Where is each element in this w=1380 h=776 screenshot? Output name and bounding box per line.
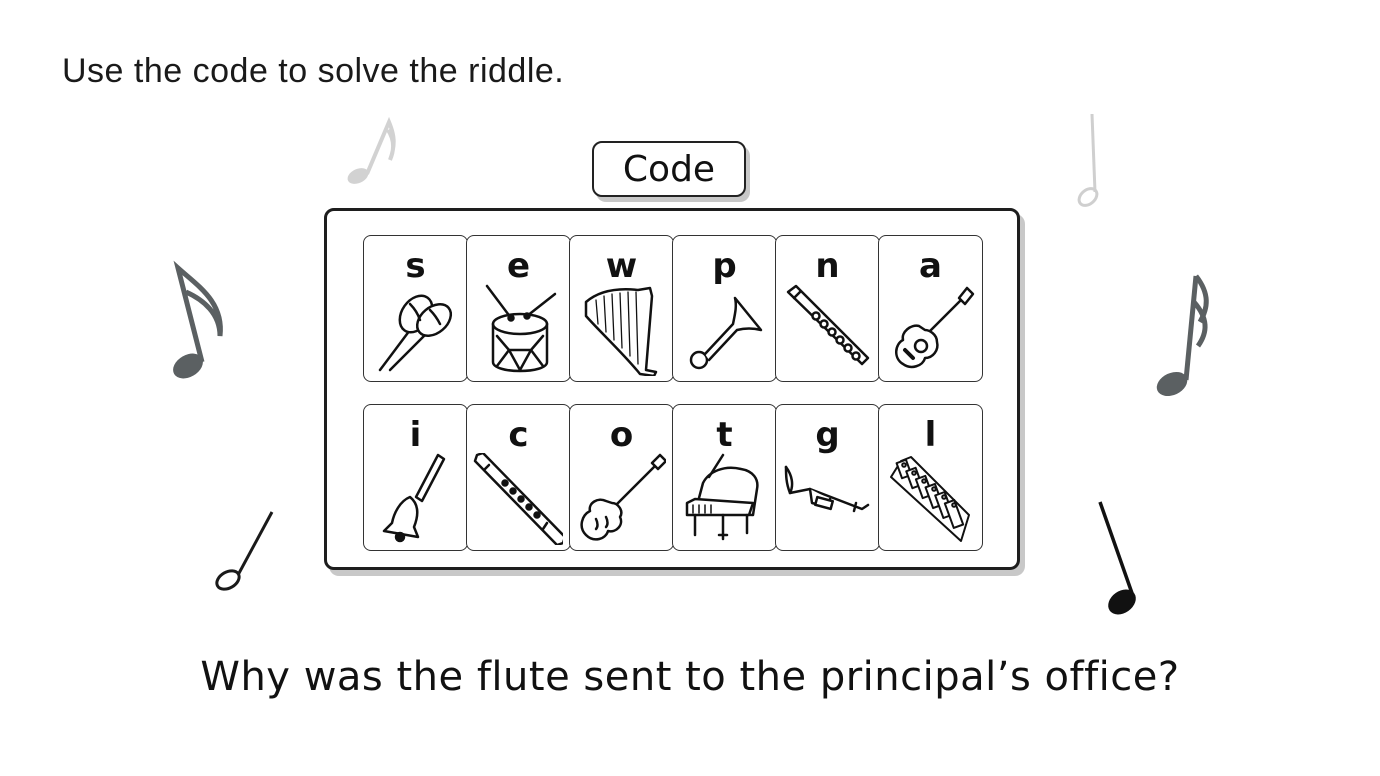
code-letter: w [605, 246, 638, 286]
half-note-icon [1074, 112, 1114, 212]
code-letter: i [409, 415, 422, 455]
code-letter: n [815, 246, 840, 286]
bell-icon [370, 453, 460, 545]
riddle-question: Why was the flute sent to the principal’… [200, 654, 1180, 700]
code-tile-a: a [878, 235, 983, 382]
code-tile-c: c [466, 404, 571, 551]
piano-icon [679, 453, 769, 545]
code-tile-o: o [569, 404, 674, 551]
code-tile-p: p [672, 235, 777, 382]
code-grid: s e w [363, 235, 983, 551]
code-letter: p [712, 246, 737, 286]
harp-icon [576, 284, 666, 378]
code-tile-w: w [569, 235, 674, 382]
code-letter: g [815, 415, 840, 455]
eighth-note-icon [346, 116, 402, 186]
piccolo-icon [782, 284, 872, 376]
code-letter: e [506, 246, 531, 286]
horn-icon [679, 284, 769, 376]
instruction-text: Use the code to solve the riddle. [62, 52, 565, 90]
code-letter: l [924, 415, 937, 455]
code-tile-n: n [775, 235, 880, 382]
half-note-icon [212, 510, 278, 594]
guitar-icon [885, 284, 975, 376]
code-letter: c [508, 415, 529, 455]
violin-icon [576, 453, 668, 545]
code-tile-t: t [672, 404, 777, 551]
code-letter: o [609, 415, 634, 455]
code-title: Code [592, 141, 746, 197]
code-tile-i: i [363, 404, 468, 551]
quarter-note-icon [1096, 500, 1146, 620]
trumpet-icon [782, 453, 872, 545]
code-tile-s: s [363, 235, 468, 382]
code-tile-l: l [878, 404, 983, 551]
sixteenth-note-icon [1152, 272, 1212, 402]
eighth-note-icon [168, 260, 228, 384]
drum-icon [473, 284, 563, 376]
code-letter: t [716, 415, 733, 455]
clarinet-icon [473, 451, 567, 547]
code-tile-e: e [466, 235, 571, 382]
code-tile-g: g [775, 404, 880, 551]
maracas-icon [370, 284, 460, 376]
xylophone-icon [885, 453, 975, 545]
code-letter: s [405, 246, 426, 286]
code-letter: a [919, 246, 942, 286]
